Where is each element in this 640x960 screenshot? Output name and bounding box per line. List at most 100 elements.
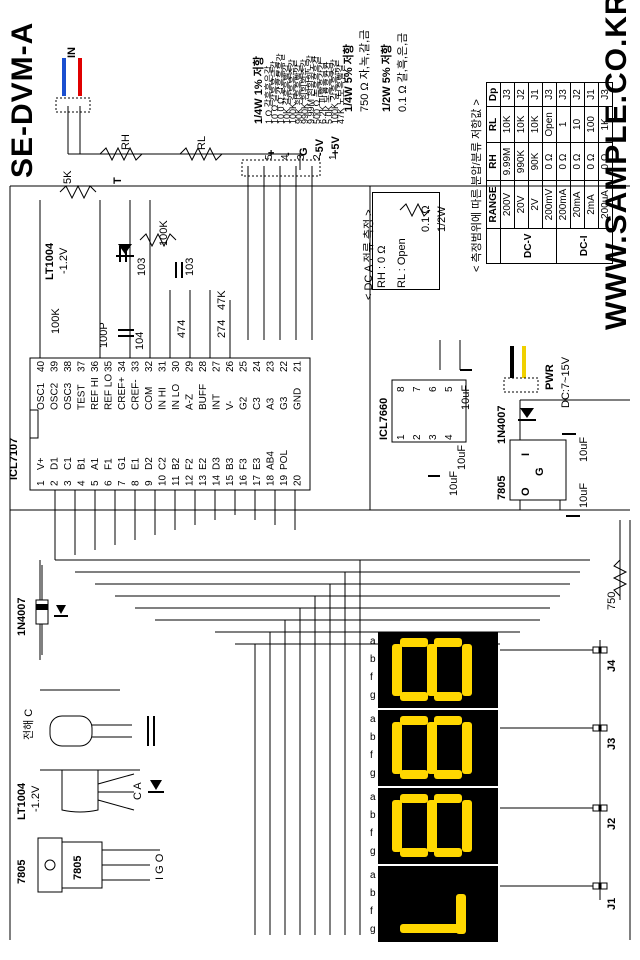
ic-pin-name: B2 xyxy=(171,457,182,470)
ic-pin-name: A1 xyxy=(90,457,101,470)
lt1004-label: LT1004 xyxy=(44,242,56,280)
resistor-474-label: 474 xyxy=(176,319,188,338)
jumper-j3: J3 xyxy=(606,737,618,750)
regulator-pin-i: I xyxy=(520,452,532,456)
display-segment xyxy=(462,800,472,852)
jumper-pad xyxy=(600,724,608,732)
segment-pin-label: b xyxy=(370,732,376,743)
ic-pin-name: IN LO xyxy=(171,384,182,410)
ic-pin-name: D2 xyxy=(144,457,155,470)
icl7660-pin-number: 5 xyxy=(444,386,455,392)
segment-pin-label: d xyxy=(480,842,491,848)
segment-pin-label: d xyxy=(480,920,491,926)
range-table-cell: 1K xyxy=(598,106,613,143)
range-table-cell: 200mV xyxy=(542,180,557,229)
notes-header-half-w: 1/2W 5% 저항 xyxy=(381,44,393,112)
segment-pin-label: a xyxy=(370,792,376,803)
segment-pin-label: b xyxy=(370,810,376,821)
lt1004-voltage: -1.2V xyxy=(58,247,70,274)
ic-pin-name: G2 xyxy=(239,396,250,410)
notes-values-half-w: 0.1 Ω 갈,흑,은,금 xyxy=(397,32,409,112)
segment-pin-label: g xyxy=(370,924,376,935)
range-table-cell: 20V xyxy=(514,180,529,229)
ic-pin-name: REF LO xyxy=(104,374,115,410)
cap-104-label: 104 xyxy=(134,331,146,350)
ic-pin-name: F1 xyxy=(104,458,115,470)
lt1004-bottom-label: LT1004 xyxy=(16,782,28,820)
shunt-box-r: 0.1 Ω xyxy=(420,205,432,232)
display-segment xyxy=(400,770,428,779)
display-segment xyxy=(400,716,428,725)
segment-pin-label: f xyxy=(370,906,373,917)
regulator-block xyxy=(509,439,567,501)
range-table-cell: J2 xyxy=(570,82,585,107)
ic-pin-number: 22 xyxy=(279,360,290,372)
display-segment xyxy=(400,692,428,701)
connector-signal-plus: + xyxy=(266,149,278,156)
icl7107-body xyxy=(29,357,311,491)
ic-pin-name: IN HI xyxy=(158,387,169,410)
cap-103-b-label: 103 xyxy=(184,257,196,276)
ic-pin-name: C2 xyxy=(158,457,169,470)
cap-10u-d-label: 10uF xyxy=(578,482,590,508)
segment-pin-label: g xyxy=(370,768,376,779)
icl7660-body xyxy=(391,379,467,443)
input-label: IN xyxy=(66,47,78,58)
diode-1n4007-power xyxy=(518,408,536,421)
cap-100p-label: 100P xyxy=(98,322,110,348)
ic-pin-number: 19 xyxy=(279,474,290,486)
ic-pin-number: 32 xyxy=(144,360,155,372)
ic-pin-number: 31 xyxy=(158,360,169,372)
icl7660-pin-number: 8 xyxy=(396,386,407,392)
ic-pin-number: 13 xyxy=(198,474,209,486)
cap-10u-c-label: 10uF xyxy=(578,436,590,462)
power-label: PWR xyxy=(544,364,556,390)
range-table-cell: 20mA xyxy=(570,180,585,229)
connector-signal-g: G xyxy=(298,147,310,156)
display-segment xyxy=(434,770,462,779)
display-digit xyxy=(378,710,498,786)
icl7660-pin-number: 7 xyxy=(412,386,423,392)
ic-pin-number: 23 xyxy=(266,360,277,372)
display-segment xyxy=(427,722,437,774)
range-table-cell: 0 Ω xyxy=(598,142,613,181)
range-table-cell: 200V xyxy=(500,180,515,229)
segment-pin-label: dp xyxy=(480,870,491,882)
display-segment xyxy=(434,638,462,647)
connector-signal-minus: - xyxy=(282,152,294,156)
jumper-j2: J2 xyxy=(606,817,618,830)
ic-pin-name: B1 xyxy=(77,457,88,470)
ic-pin-number: 40 xyxy=(36,360,47,372)
resistor-750 xyxy=(612,559,628,597)
jumper-pad xyxy=(600,804,608,812)
jumper-j4: J4 xyxy=(606,659,618,672)
range-table-cell: J3 xyxy=(500,82,515,107)
ic-pin-name: COM xyxy=(144,387,155,410)
ic-pin-name: V- xyxy=(225,401,236,410)
ic-pin-number: 1 xyxy=(36,480,47,486)
ic-pin-name: B3 xyxy=(225,457,236,470)
resistor-47k-label: 47K xyxy=(216,290,228,310)
range-table-cell: 10K xyxy=(500,106,515,143)
resistor-rl-label: RL xyxy=(196,135,208,150)
regulator-label: 7805 xyxy=(496,475,508,500)
segment-pin-label: b xyxy=(370,654,376,665)
ic-pin-name: TEST xyxy=(77,384,88,410)
ic-pin-number: 33 xyxy=(131,360,142,372)
display-segment xyxy=(434,848,462,857)
shunt-box-w: 1/2W xyxy=(436,206,448,232)
display-segment xyxy=(462,644,472,696)
range-table-title: < 측정범위에 따른 분압/분류 저항값 > xyxy=(471,99,483,272)
ic-pin-number: 25 xyxy=(239,360,250,372)
ic-pin-number: 6 xyxy=(104,480,115,486)
resistor-274-label: 274 xyxy=(216,319,228,338)
ic-pin-name: BUFF xyxy=(198,384,209,410)
range-table-cell: 10K xyxy=(514,106,529,143)
range-table-cell: 2mA xyxy=(584,180,599,229)
shunt-box-rh: RH : 0 Ω xyxy=(376,245,388,288)
segment-pin-label: c xyxy=(480,821,491,826)
resistor-100k-b-label: 100K xyxy=(158,220,170,246)
ic-pin-name: F3 xyxy=(239,458,250,470)
